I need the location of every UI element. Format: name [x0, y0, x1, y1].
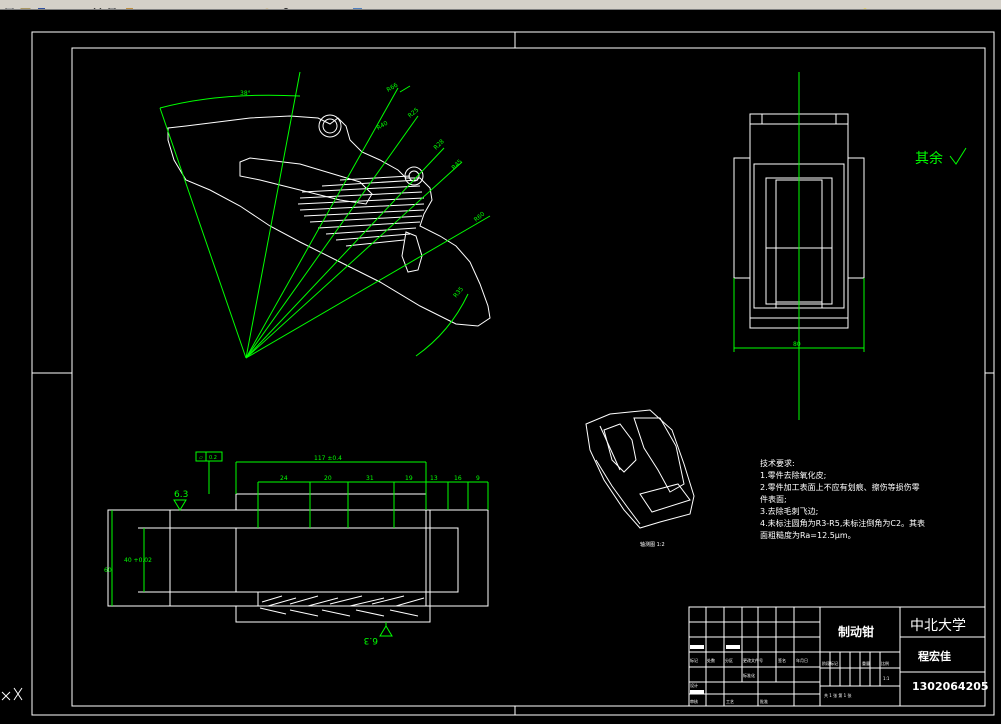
scale-label: 重量	[862, 660, 870, 666]
angle-label: 38°	[240, 90, 251, 97]
properties-icon[interactable]	[352, 0, 363, 9]
row-label: 处数	[707, 657, 715, 663]
drawing-canvas[interactable]: 38° R66 R40 R25 R28 R45 R60 R35	[0, 9, 1001, 720]
sheet-label: 共 1 张 第 1 张	[824, 692, 851, 698]
ucs-icon	[1, 687, 23, 701]
leader-label: R40	[376, 120, 390, 132]
leader-label: R28	[432, 138, 445, 151]
undo-icon[interactable]	[150, 0, 161, 7]
row-label: 签名	[778, 657, 786, 663]
iso-view: 轴测图 1:2	[585, 409, 695, 548]
paste-icon[interactable]	[124, 0, 135, 9]
roughness-note: 其余	[915, 150, 943, 167]
zoom-icon[interactable]	[282, 0, 293, 9]
top-view-labels: 38° R66 R40 R25 R28 R45 R60 R35	[240, 82, 486, 300]
side-width-dim: 80	[793, 341, 801, 348]
roughness-check-icon	[949, 147, 967, 165]
leader-label: R66	[386, 82, 400, 94]
dim-label: 31	[366, 475, 374, 482]
tech-note-line: 1.零件去除氧化皮;	[760, 470, 826, 480]
tech-note-line: 3.去除毛刺飞边;	[760, 506, 818, 516]
top-view-hatch	[297, 175, 425, 247]
top-view-outline	[167, 114, 491, 327]
dim-label: 13	[430, 475, 438, 482]
dim-label: 24	[280, 475, 288, 482]
tolerance-frame-value: 0.2	[209, 455, 217, 461]
scale-label: 比例	[881, 660, 889, 666]
tech-notes-title: 技术要求:	[760, 458, 795, 468]
roughness-bottom: 6.3	[364, 635, 378, 645]
hole-dim: 40 +0.02	[124, 557, 152, 564]
author-name: 程宏佳	[918, 649, 951, 663]
cad-toolbar	[0, 0, 1001, 10]
dim-label: 20	[324, 475, 332, 482]
layer-icon[interactable]	[426, 0, 437, 7]
redo-icon[interactable]	[166, 0, 177, 7]
school-name: 中北大学	[910, 618, 966, 634]
front-view: ⏥ 0.2 117 ±0.4 24 20 31 19 13 16 9 60 40…	[104, 451, 489, 645]
student-id: 1302064205	[912, 680, 989, 693]
copy-icon[interactable]	[108, 0, 119, 9]
role-label: 设计	[690, 682, 698, 688]
row-label: 年月日	[796, 657, 808, 663]
dim-label: 19	[405, 475, 413, 482]
leader-label: R25	[407, 106, 421, 119]
row-label: 标记	[690, 657, 698, 663]
role-label: 批准	[760, 698, 768, 704]
scale-value: 1:1	[883, 676, 890, 681]
overall-dim: 117 ±0.4	[314, 455, 342, 462]
leader-label: R45	[450, 158, 463, 171]
part-name: 制动钳	[838, 624, 874, 639]
tolerance-frame-symbol-icon: ⏥	[199, 455, 203, 461]
filled-cell	[726, 645, 740, 649]
top-view-dimension-lines	[159, 71, 491, 359]
leader-label: R35	[452, 286, 465, 300]
iso-caption: 轴测图 1:2	[640, 541, 665, 548]
tech-note-line: 件表面;	[760, 494, 787, 504]
front-view-hatch	[259, 595, 425, 617]
save-icon[interactable]	[36, 0, 47, 9]
pan-icon[interactable]	[262, 0, 273, 9]
new-icon[interactable]	[4, 0, 15, 9]
filled-cell	[690, 645, 704, 649]
dim-label: 16	[454, 475, 462, 482]
scale-label: 阶段标记	[822, 660, 838, 666]
role-label: 工艺	[726, 699, 734, 704]
open-icon[interactable]	[20, 0, 31, 9]
sheet-border	[31, 31, 995, 716]
title-block: 标记 处数 分区 更改文件号 签名 年月日 设计 标准化 审核 工艺 批准 阶段…	[688, 606, 989, 707]
top-view: 38° R66 R40 R25 R28 R45 R60 R35	[159, 71, 491, 359]
role-label: 标准化	[743, 672, 755, 678]
tech-notes: 技术要求: 1.零件去除氧化皮; 2.零件加工表面上不应有划痕、擦伤等损伤零 件…	[760, 458, 925, 540]
height-dim: 60	[104, 567, 112, 574]
dim-label: 9	[476, 475, 480, 482]
tech-note-line: 4.未标注圆角为R3-R5,未标注倒角为C2。其表	[760, 518, 925, 528]
role-label: 审核	[690, 698, 698, 704]
filled-cell	[690, 690, 704, 694]
row-label: 分区	[725, 657, 733, 663]
side-view: 80 其余	[733, 72, 967, 420]
print-icon[interactable]	[68, 0, 79, 7]
tech-note-line: 2.零件加工表面上不应有划痕、擦伤等损伤零	[760, 482, 920, 492]
cut-icon[interactable]	[92, 0, 103, 9]
help-icon[interactable]	[860, 0, 871, 9]
row-label: 更改文件号	[743, 657, 763, 663]
roughness-top: 6.3	[174, 490, 188, 500]
tech-note-line: 面粗糙度为Ra=12.5μm。	[760, 530, 856, 540]
